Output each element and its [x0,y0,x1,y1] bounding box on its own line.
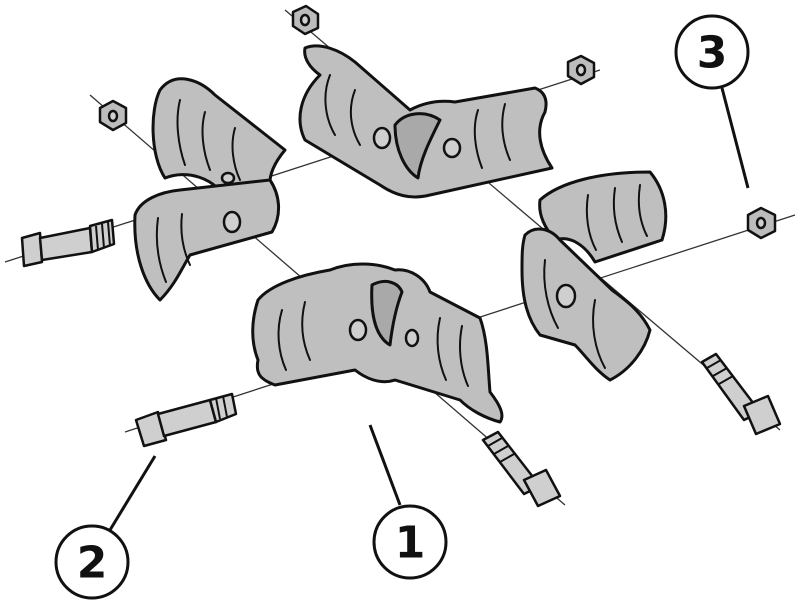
lower-center-clamp [251,262,504,424]
callout-2-label: 2 [77,538,108,589]
upper-left-clamp-half [133,77,287,302]
right-clamp-half [520,170,668,382]
bolt-left [20,218,116,268]
callout-1: 1 [368,424,448,580]
bolt-bottom-center [481,430,562,508]
callout-1-label: 1 [395,518,426,569]
callout-3: 3 [674,14,750,189]
upper-center-clamp [298,44,554,199]
bolt-right [700,352,782,436]
nut-upper-right [566,54,596,86]
nut-right [746,206,777,240]
assembly-axes [4,9,796,506]
nut-left [98,99,128,132]
bolt-bottom-left [134,392,238,448]
callout-2: 2 [54,455,157,600]
callout-3-label: 3 [697,28,728,79]
nut-top [291,4,320,36]
